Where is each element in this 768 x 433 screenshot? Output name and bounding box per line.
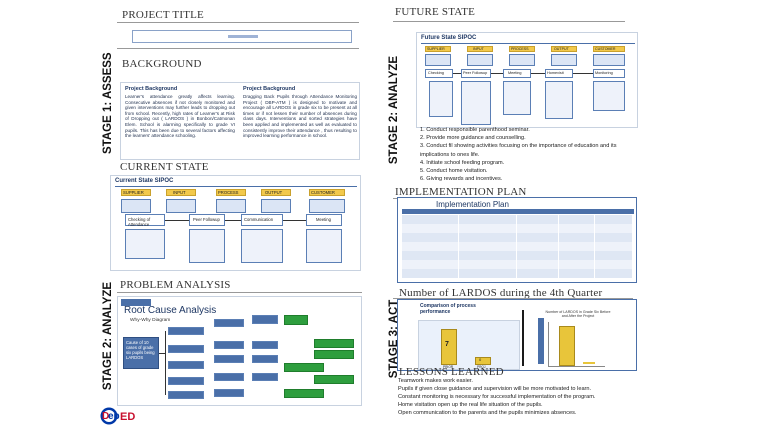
root-cause-subtitle: Why-Why Diagram bbox=[130, 318, 171, 323]
stage2-right-label: STAGE 2: ANALYZE bbox=[388, 55, 400, 165]
stage3-label: STAGE 3: ACT bbox=[388, 299, 400, 379]
divider bbox=[117, 48, 359, 49]
background-slide: Project Background Learner's attendance … bbox=[120, 82, 360, 160]
flow-step-3: Meeting bbox=[508, 71, 522, 75]
list-item: Teamwork makes work easier. bbox=[398, 378, 473, 384]
bar-label-prior: 7 bbox=[445, 341, 449, 348]
implementation-slide: Implementation Plan bbox=[397, 197, 637, 283]
current-state-title: Current State SIPOC bbox=[115, 178, 174, 184]
background-label: BACKGROUND bbox=[122, 58, 202, 70]
flow-step-1: Checking of Attendance bbox=[128, 217, 151, 227]
flow-step-3: Communication bbox=[244, 217, 274, 222]
sipoc-header-input: INPUT bbox=[173, 190, 186, 195]
list-item: Constant monitoring is necessary for suc… bbox=[398, 393, 596, 400]
bar-before bbox=[559, 326, 575, 366]
root-cause-green bbox=[284, 315, 308, 325]
root-cause-green bbox=[314, 375, 354, 384]
flow-step-5: Monitoring bbox=[595, 71, 613, 75]
current-state-slide: Current State SIPOC SUPPLIER INPUT PROCE… bbox=[110, 175, 361, 271]
bar-label-proj: 0 bbox=[479, 357, 482, 362]
root-cause-green bbox=[284, 363, 324, 372]
divider bbox=[393, 21, 625, 22]
stage1-label: STAGE 1: ASSESS bbox=[102, 52, 114, 154]
list-item: Pupils if given close guidance and super… bbox=[398, 385, 592, 392]
list-item: 3. Conduct fil showing activities focusi… bbox=[420, 143, 617, 150]
implementation-plan-label: IMPLEMENTATION PLAN bbox=[395, 186, 527, 198]
flow-step-1: Checking bbox=[428, 71, 444, 75]
bar-proj bbox=[475, 357, 491, 365]
flow-step-4: Homevisit bbox=[547, 71, 564, 75]
list-item: 4. Initiate school feeding program. bbox=[420, 159, 505, 166]
flow-step-2: Peer Followup bbox=[463, 71, 488, 75]
flow-step-4: Meeting bbox=[316, 217, 331, 222]
project-title-label: PROJECT TITLE bbox=[122, 9, 204, 21]
list-item: 6. Giving rewards and incentives. bbox=[420, 176, 503, 183]
divider bbox=[117, 22, 359, 23]
comparison-title: Comparison of process performance bbox=[420, 303, 476, 315]
current-state-label: CURRENT STATE bbox=[120, 161, 209, 173]
svg-text:ep: ep bbox=[108, 411, 120, 422]
list-item: 2. Provide more guidance and counselling… bbox=[420, 135, 526, 142]
axis-label-proj: PROJ bbox=[477, 365, 486, 369]
flow-step-2: Peer Followup bbox=[193, 217, 220, 222]
problem-analysis-label: PROBLEM ANALYSIS bbox=[120, 279, 231, 291]
lessons-list: Teamwork makes work easier. Pupils if gi… bbox=[398, 378, 595, 418]
sipoc-header-supplier: SUPPLIER bbox=[427, 47, 445, 51]
root-cause-green bbox=[314, 339, 354, 348]
sipoc-header-supplier: SUPPLIER bbox=[123, 190, 144, 195]
background-left-body: Learner's attendance greatly affects lea… bbox=[125, 94, 235, 139]
root-cause-title: Root Cause Analysis bbox=[124, 305, 217, 316]
list-item: Open communication to the parents and th… bbox=[398, 409, 577, 416]
list-item: Home visitation open up the real life si… bbox=[398, 401, 543, 408]
list-item: 5. Conduct home visitation. bbox=[420, 168, 488, 175]
future-state-label: FUTURE STATE bbox=[395, 6, 476, 18]
sipoc-header-customer: CUSTOMER bbox=[311, 190, 335, 195]
lessons-learned-label: LESSONS LEARNED bbox=[399, 366, 504, 378]
deped-logo: D ep ED bbox=[98, 405, 150, 427]
list-item: 1. Conduct responsible parenthood semina… bbox=[420, 127, 530, 133]
comparison-right-caption: Number of LARDOS in Grade Six Before and… bbox=[545, 310, 611, 319]
future-state-title: Future State SIPOC bbox=[421, 35, 477, 41]
background-right-body: Dragging Back Pupils through Attendance … bbox=[243, 94, 357, 139]
lardos-4th-quarter-label: Number of LARDOS during the 4th Quarter bbox=[399, 287, 603, 299]
future-state-slide: Future State SIPOC SUPPLIER INPUT PROCES… bbox=[416, 32, 638, 128]
table-row bbox=[402, 269, 632, 279]
root-cause-green bbox=[284, 389, 324, 398]
svg-text:ED: ED bbox=[120, 411, 135, 423]
implementation-title: Implementation Plan bbox=[436, 200, 509, 209]
background-left-title: Project Background bbox=[125, 86, 178, 92]
root-cause-green bbox=[314, 350, 354, 359]
divider bbox=[393, 298, 633, 299]
sipoc-header-output: OUTPUT bbox=[554, 47, 569, 51]
bar-after bbox=[583, 362, 595, 364]
sipoc-header-output: OUTPUT bbox=[265, 190, 283, 195]
sipoc-header-input: INPUT bbox=[473, 47, 484, 51]
background-right-title: Project Background bbox=[243, 86, 296, 92]
sipoc-header-process: PROCESS bbox=[511, 47, 529, 51]
bar-prior bbox=[441, 329, 457, 365]
stage2-left-label: STAGE 2: ANALYZE bbox=[102, 281, 114, 391]
sipoc-header-process: PROCESS bbox=[218, 190, 239, 195]
axis-label-prior: PRIOR bbox=[443, 365, 454, 369]
sipoc-header-customer: CUSTOMER bbox=[595, 47, 616, 51]
project-title-box bbox=[132, 30, 352, 43]
divider bbox=[117, 292, 362, 293]
future-actions-list: 1. Conduct responsible parenthood semina… bbox=[420, 126, 617, 183]
lardos-comparison-slide: Comparison of process performance 7 0 PR… bbox=[397, 299, 637, 371]
root-cause-slide: Root Cause Analysis Why-Why Diagram Caus… bbox=[117, 296, 362, 406]
svg-text:D: D bbox=[102, 411, 109, 422]
root-cause-root: Cause of 10 cases of grade six pupils be… bbox=[123, 337, 159, 369]
list-item: implications to ones life. bbox=[420, 151, 480, 158]
